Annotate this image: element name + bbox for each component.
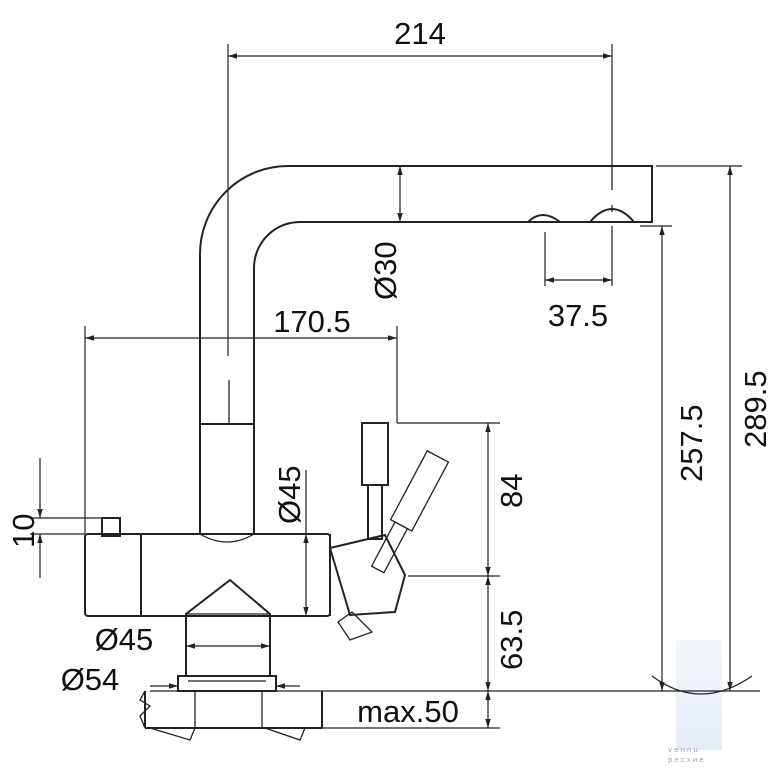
watermark-line1: vennu bbox=[668, 746, 700, 754]
faucet-body bbox=[84, 517, 331, 617]
label-base-height: 63.5 bbox=[494, 610, 529, 670]
outlet-small bbox=[525, 214, 563, 223]
dim-flange-diameter: Ø54 bbox=[61, 662, 300, 697]
dim-handle-height: 84 bbox=[397, 422, 529, 577]
label-max-worktop: max.50 bbox=[357, 694, 459, 729]
faucet-base bbox=[185, 578, 271, 676]
spout-outlets bbox=[525, 205, 637, 223]
watermark: vennu ресхие bbox=[651, 640, 753, 764]
dim-base-diameter: Ø45 bbox=[95, 622, 270, 657]
watermark-line2: ресхие bbox=[668, 756, 706, 764]
label-body-width: 170.5 bbox=[273, 304, 351, 339]
dim-body-diameter: Ø45 bbox=[272, 465, 309, 616]
label-outlet-spacing: 37.5 bbox=[548, 298, 608, 333]
label-base-diameter: Ø45 bbox=[95, 622, 154, 657]
mounting-flange bbox=[177, 675, 277, 692]
spout bbox=[199, 165, 653, 543]
label-body-diameter: Ø45 bbox=[272, 465, 307, 524]
side-handle bbox=[328, 422, 450, 641]
dim-lever-height: 10 bbox=[6, 458, 102, 578]
label-outlet-height: 257.5 bbox=[674, 404, 709, 482]
dim-outlet-height: 257.5 bbox=[640, 225, 709, 691]
dim-overall-reach: 214 bbox=[227, 16, 613, 356]
label-total-height: 289.5 bbox=[738, 370, 768, 448]
label-flange-diameter: Ø54 bbox=[61, 662, 120, 697]
dim-total-height: 289.5 bbox=[656, 165, 768, 691]
dim-max-worktop: max.50 bbox=[322, 691, 500, 729]
dim-outlet-spacing: 37.5 bbox=[544, 226, 613, 333]
outlet-large bbox=[587, 208, 637, 223]
label-spout-diameter: Ø30 bbox=[368, 241, 403, 300]
dim-body-width: 170.5 bbox=[84, 304, 398, 534]
lever-knob bbox=[101, 517, 121, 537]
dim-base-height: 63.5 bbox=[485, 576, 529, 691]
label-lever-height: 10 bbox=[6, 514, 41, 548]
dim-spout-diameter: Ø30 bbox=[368, 166, 403, 300]
label-overall-reach: 214 bbox=[394, 16, 446, 51]
label-handle-height: 84 bbox=[494, 474, 529, 508]
